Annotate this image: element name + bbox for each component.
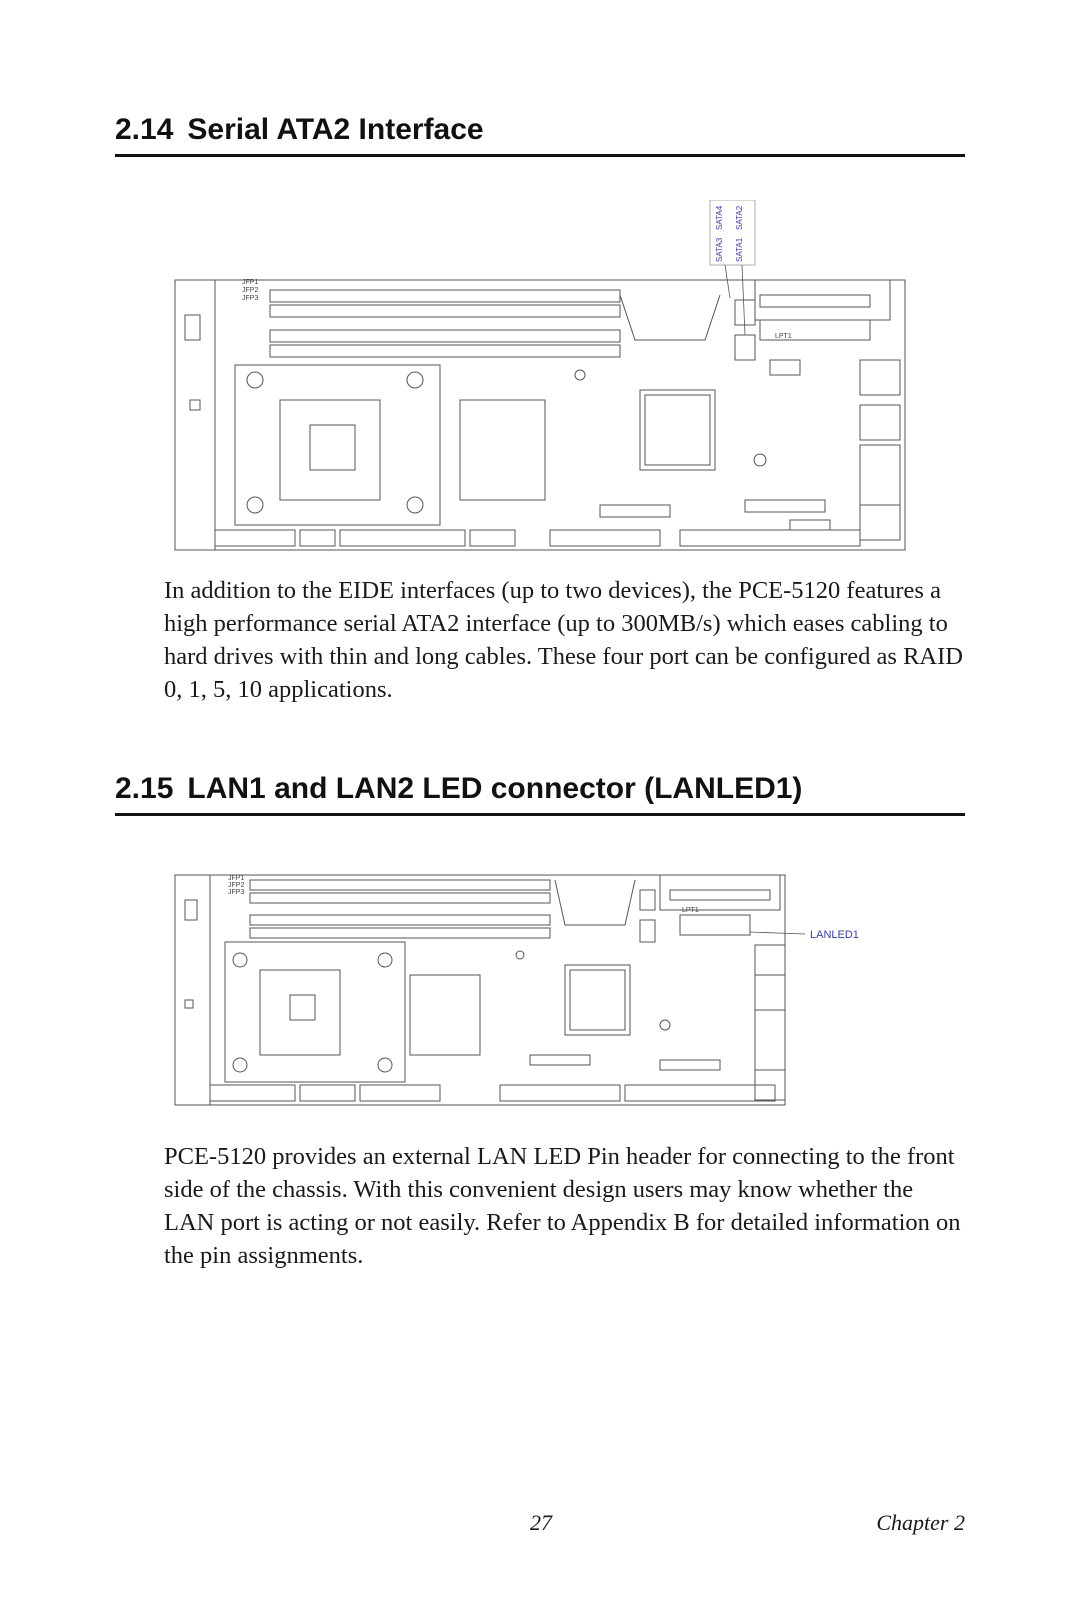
paragraph-lanled: PCE-5120 provides an external LAN LED Pi…: [164, 1140, 964, 1272]
label-lanled1-callout: LANLED1: [810, 929, 859, 941]
label-sata4: SATA4: [715, 205, 724, 230]
label-jfp3: JFP3: [242, 295, 258, 302]
label-sata3: SATA3: [715, 237, 724, 262]
section-title: Serial ATA2 Interface: [187, 113, 484, 146]
section-number: 2.15: [115, 772, 174, 805]
board-diagram-lanled: JFP1 JFP2 JFP3 LPT1 LANLED1: [174, 874, 859, 1106]
paragraph-sata: In addition to the EIDE interfaces (up t…: [164, 574, 964, 706]
page-number: 27: [530, 1510, 552, 1535]
label-lpt1: LPT1: [775, 333, 792, 340]
label-jfp2: JFP2: [228, 882, 244, 889]
label-sata2: SATA2: [735, 205, 744, 230]
label-jfp1: JFP1: [242, 279, 258, 286]
section-title: LAN1 and LAN2 LED connector (LANLED1): [187, 772, 803, 805]
section-number: 2.14: [115, 113, 174, 146]
paragraph-text: In addition to the EIDE interfaces (up t…: [164, 577, 963, 703]
label-sata1: SATA1: [735, 237, 744, 262]
label-jfp2: JFP2: [242, 287, 258, 294]
section-heading-2-14: 2.14 Serial ATA2 Interface: [115, 112, 965, 157]
paragraph-text: PCE-5120 provides an external LAN LED Pi…: [164, 1143, 961, 1269]
chapter-label: Chapter 2: [876, 1510, 965, 1535]
label-jfp3: JFP3: [228, 889, 244, 896]
board-diagram-sata: SATA4 SATA2 SATA3 SATA1 JFP1 JFP2 JFP3 L…: [174, 200, 906, 551]
label-lpt1: LPT1: [682, 907, 699, 914]
label-jfp1: JFP1: [228, 875, 244, 882]
section-heading-2-15: 2.15 LAN1 and LAN2 LED connector (LANLED1…: [115, 771, 965, 816]
